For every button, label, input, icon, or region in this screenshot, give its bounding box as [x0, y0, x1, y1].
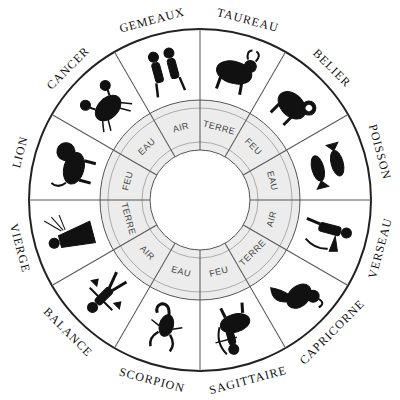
sign-name: VIERGE: [8, 222, 33, 273]
sign-name: POISSON: [366, 123, 392, 181]
sign-name: LION: [10, 135, 30, 170]
